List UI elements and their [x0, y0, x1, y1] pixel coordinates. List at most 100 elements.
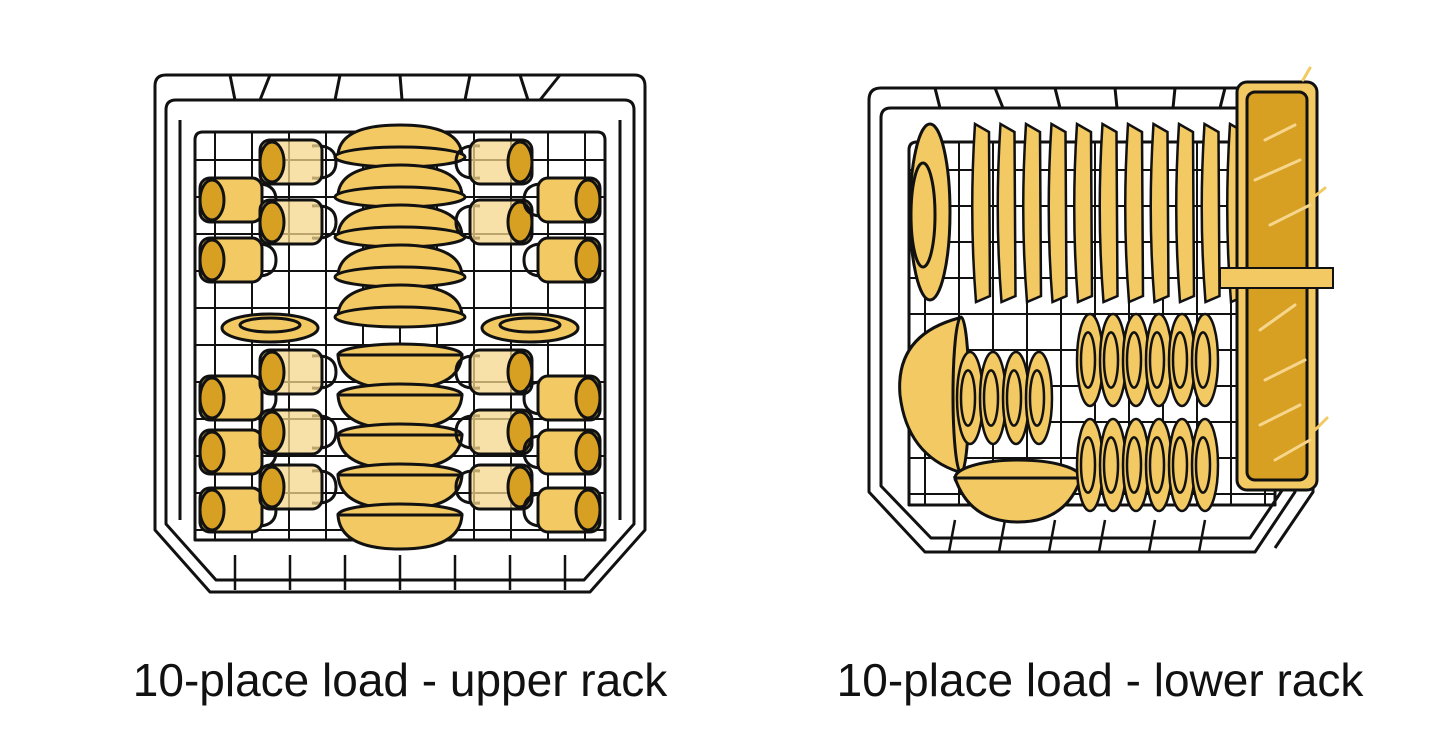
- mug-opening: [198, 430, 226, 474]
- dinner-plate: [970, 121, 992, 304]
- mug-opening: [198, 178, 226, 222]
- bowl: [336, 342, 464, 391]
- small-plate-center: [1102, 436, 1120, 494]
- lower-cutlery-basket: [1219, 80, 1334, 492]
- upper-frame-inner: [164, 98, 636, 582]
- mug-opening: [574, 430, 602, 474]
- lower-rack-caption: 10-place load - lower rack: [836, 654, 1364, 706]
- mug-opening: [258, 140, 286, 184]
- dinner-plate: [1047, 121, 1068, 304]
- upper-saucers: [220, 312, 580, 344]
- upper-frame-outer: [153, 73, 647, 594]
- lower-slat: [1147, 519, 1157, 553]
- mug-handle: [311, 469, 338, 505]
- bowl: [333, 203, 467, 249]
- mug-handle: [251, 242, 278, 278]
- bowl: [333, 283, 467, 329]
- mug: [522, 236, 602, 284]
- serving-bowl-body: [952, 476, 1084, 524]
- mug-handle: [311, 144, 338, 180]
- mug-opening: [198, 238, 226, 282]
- lower-slat: [1097, 519, 1107, 553]
- small-plate-center: [1102, 331, 1120, 389]
- small-plate-center: [1125, 331, 1143, 389]
- small-plate: [1167, 417, 1197, 513]
- bowl: [336, 422, 464, 471]
- lower-frame-outer: [867, 86, 1297, 554]
- dinner-plate: [1200, 121, 1221, 304]
- utensil-protruding: [1313, 416, 1329, 432]
- small-plate: [1167, 312, 1197, 408]
- small-plate: [955, 350, 985, 446]
- lower-rack-illustration: [867, 66, 1334, 554]
- utensil: [1253, 158, 1302, 182]
- upper-rack-illustration: [153, 73, 647, 594]
- mug: [258, 408, 338, 456]
- dinner-plate: [1072, 121, 1094, 304]
- small-plate: [1144, 417, 1174, 513]
- dinner-plate: [1123, 121, 1145, 304]
- small-plate-center: [1079, 436, 1097, 494]
- small-plate-center: [1148, 331, 1166, 389]
- mug-handle: [454, 204, 481, 240]
- mug: [454, 348, 534, 396]
- mug-opening: [506, 465, 534, 509]
- utensil: [1273, 438, 1312, 462]
- mug-opening: [506, 410, 534, 454]
- utensil: [1268, 203, 1312, 227]
- mug-opening: [574, 376, 602, 420]
- lower-rack-bottom-slats: [947, 519, 1207, 553]
- mug: [454, 463, 534, 511]
- upper-tine: [333, 74, 342, 101]
- upper-mugs: [198, 138, 602, 534]
- lower-frame-inner: [879, 106, 1287, 540]
- mug: [198, 236, 278, 284]
- mug: [258, 463, 338, 511]
- small-plate-center: [1079, 331, 1097, 389]
- mug-handle: [522, 182, 549, 218]
- mug-handle: [454, 414, 481, 450]
- small-plate-center: [1005, 369, 1023, 427]
- mug-opening: [506, 200, 534, 244]
- dinner-plate: [1174, 121, 1196, 304]
- upper-frame-floor: [193, 130, 607, 542]
- small-plate: [1121, 312, 1151, 408]
- mug-handle: [311, 354, 338, 390]
- saucer-center: [498, 316, 562, 334]
- lower-tine: [1218, 87, 1227, 109]
- small-plate-center: [1028, 369, 1046, 427]
- dinner-plate: [1098, 121, 1119, 304]
- upper-rack-caption: 10-place load - upper rack: [132, 654, 668, 706]
- mug-opening: [574, 238, 602, 282]
- dinner-plate: [996, 121, 1017, 304]
- lower-slat: [997, 519, 1007, 553]
- lower-slat: [947, 519, 957, 553]
- mug-handle: [454, 144, 481, 180]
- small-plate-center: [1148, 436, 1166, 494]
- dinner-plate: [1149, 121, 1170, 304]
- mug: [258, 138, 338, 186]
- small-plate-center: [1171, 331, 1189, 389]
- lower-tine: [933, 87, 942, 109]
- utensil: [1263, 123, 1297, 142]
- upper-tine: [258, 74, 272, 101]
- utensil: [1258, 303, 1297, 332]
- small-plate-center: [1125, 436, 1143, 494]
- mug: [522, 428, 602, 476]
- upper-tine: [463, 74, 472, 101]
- small-plate: [1190, 417, 1220, 513]
- mug-handle: [454, 354, 481, 390]
- mug-opening: [258, 200, 286, 244]
- cutlery-utensils: [1253, 66, 1329, 462]
- saucer: [480, 312, 580, 344]
- mug-handle: [522, 492, 549, 528]
- mug-opening: [506, 350, 534, 394]
- utensil-protruding: [1308, 186, 1327, 202]
- bowl: [333, 243, 467, 289]
- bowl: [336, 462, 464, 511]
- lower-slat: [1197, 519, 1207, 553]
- small-plate-center: [1171, 436, 1189, 494]
- mug-handle: [522, 242, 549, 278]
- small-plate: [1075, 312, 1105, 408]
- upper-rack-bottom-slats: [233, 555, 567, 590]
